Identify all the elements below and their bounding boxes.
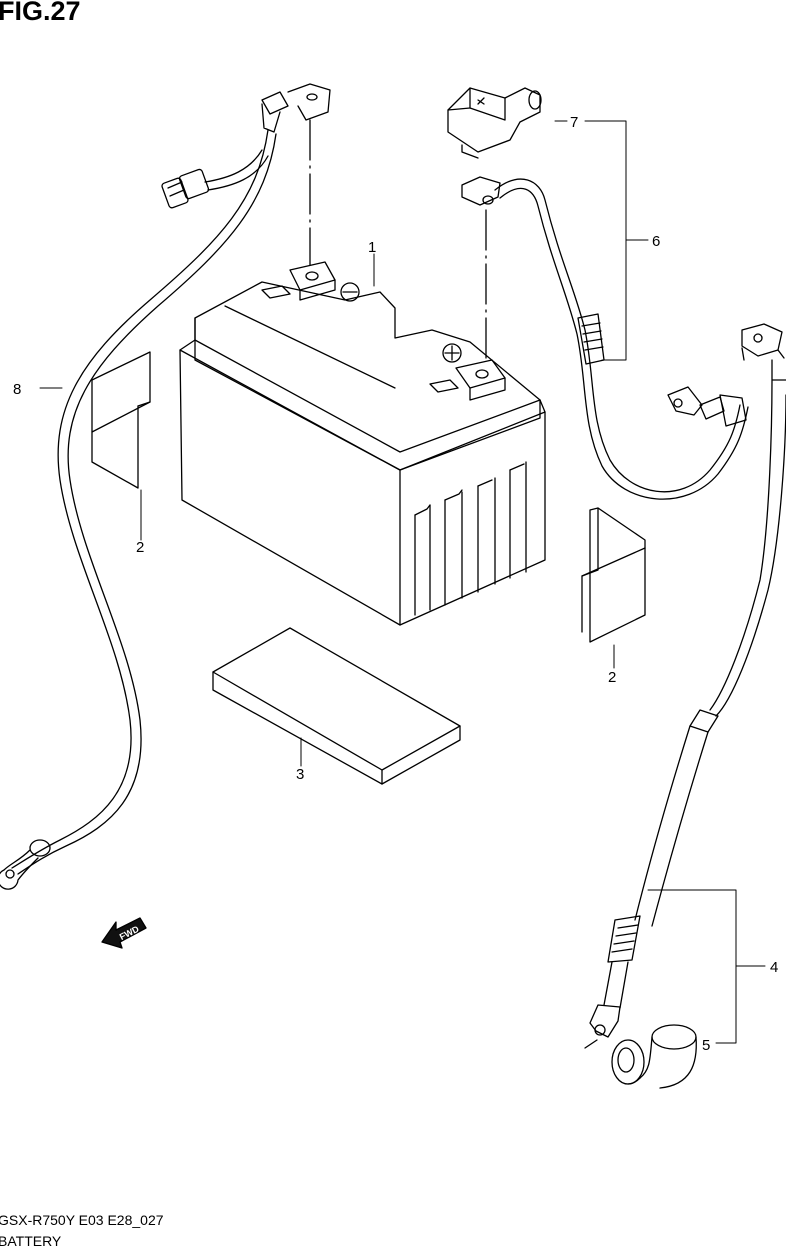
spacer-pad-left [91,351,151,489]
spacer-pad-right [581,507,646,643]
starter-motor-lead [584,323,786,1049]
callout-7: 7 [570,114,578,131]
callout-5: 5 [702,1037,710,1054]
negative-lead-wire [0,83,331,890]
callout-leaders [39,120,766,1044]
section-name: BATTERY [0,1233,62,1249]
callout-3: 3 [296,766,304,783]
battery-pad [212,627,461,785]
terminal-boot [611,1024,697,1089]
callout-2-right: 2 [608,669,616,686]
battery [179,261,546,626]
callout-2-left: 2 [136,539,144,556]
callout-4: 4 [770,959,778,976]
model-code: GSX-R750Y E03 E28_027 [0,1212,164,1228]
callout-1: 1 [368,239,376,256]
callout-8: 8 [13,381,21,398]
positive-lead-wire [461,176,749,500]
terminal-cover [447,87,542,159]
fwd-arrow-icon: FWD [101,917,147,949]
callout-6: 6 [652,233,660,250]
figure-title: FIG.27 [0,0,81,26]
